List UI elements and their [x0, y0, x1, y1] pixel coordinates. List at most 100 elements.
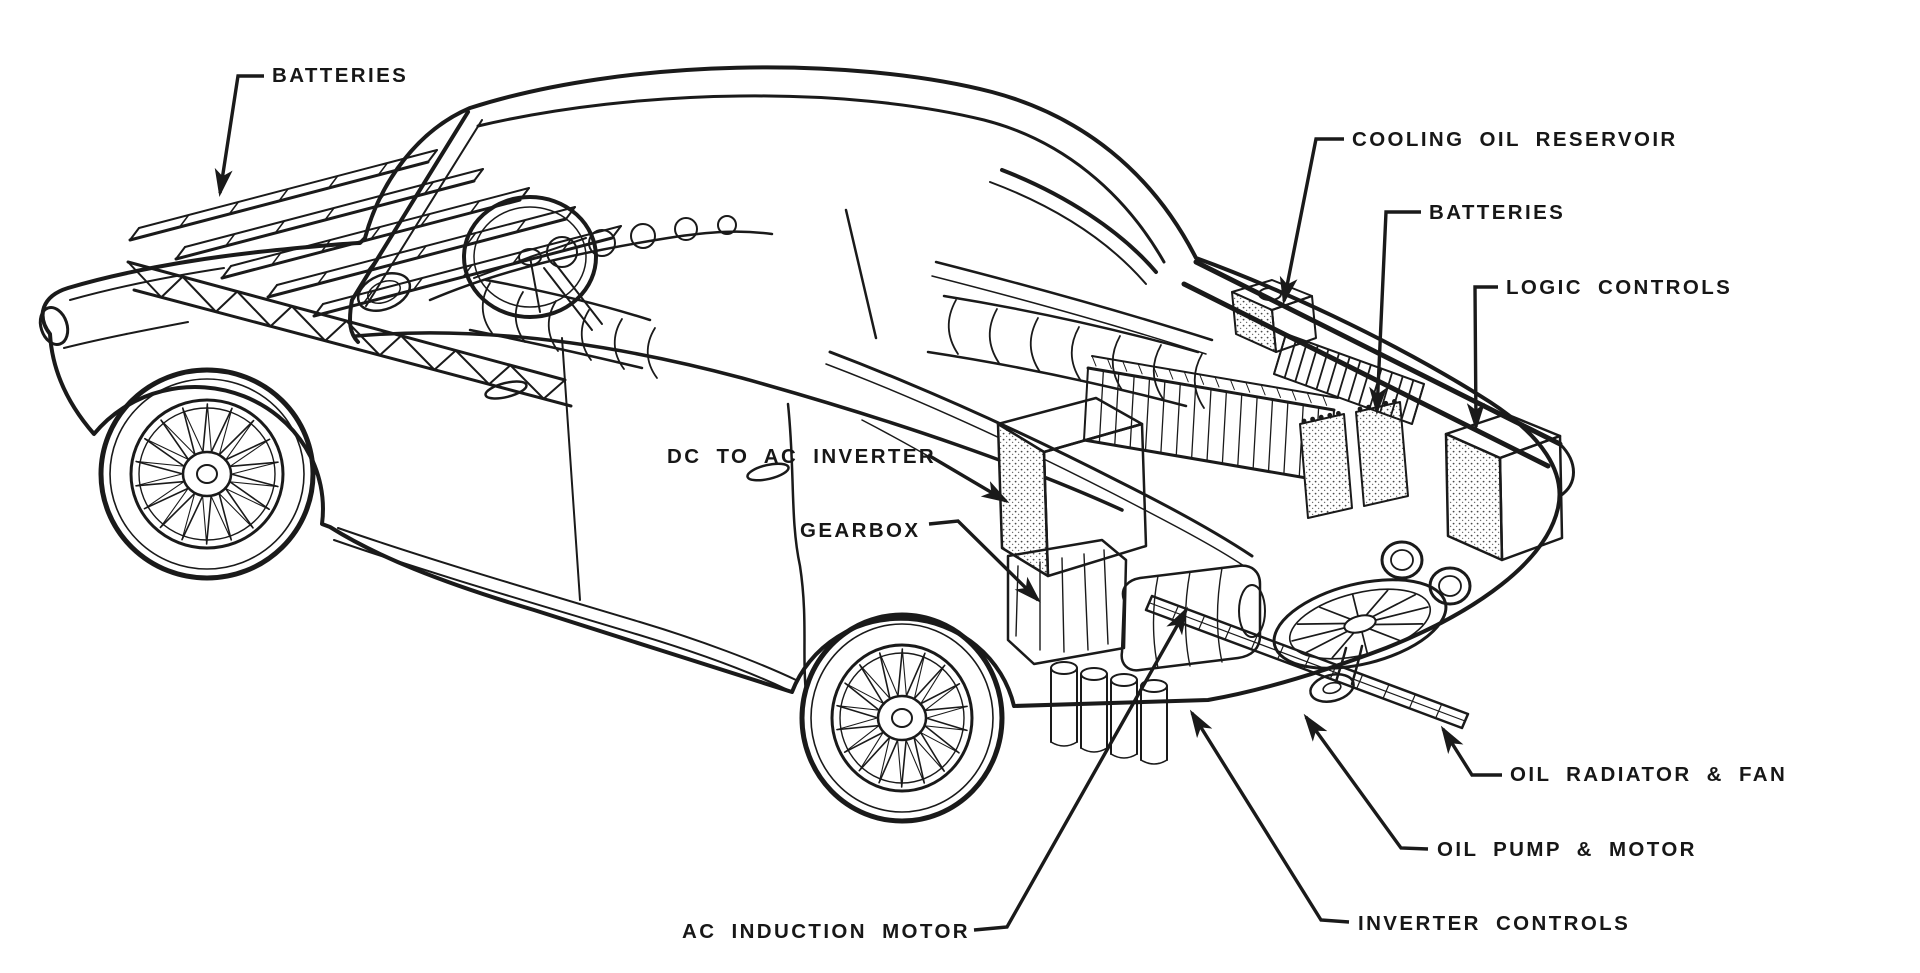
fan-spoke	[1368, 627, 1402, 642]
spoke	[181, 492, 196, 541]
cell-fin	[1114, 372, 1120, 446]
battery-slab	[1299, 413, 1353, 519]
spoke	[210, 495, 232, 541]
battery-divider	[515, 219, 527, 233]
spoke	[925, 705, 968, 719]
rack-truss	[509, 364, 545, 400]
spoke	[919, 731, 945, 772]
spoke	[913, 736, 945, 772]
rack-truss	[433, 349, 457, 371]
spoke	[230, 473, 279, 488]
battery-divider	[316, 271, 328, 285]
label-batteries-front: BATTERIES	[272, 64, 408, 87]
seat-pleat	[988, 308, 1000, 364]
grille-hatch-line	[1358, 363, 1372, 406]
spoke	[229, 438, 271, 468]
label-oil-radiator-fan: OIL RADIATOR & FAN	[1510, 763, 1787, 786]
spoke	[144, 437, 186, 468]
front-door-shutline	[561, 337, 581, 601]
spoke	[836, 724, 881, 731]
seat-pleat	[547, 300, 559, 352]
battery-divider	[324, 207, 335, 221]
seat-pleat	[1193, 353, 1205, 409]
label-gearbox: GEARBOX	[800, 519, 920, 542]
rack-truss	[324, 320, 348, 342]
spoke	[844, 682, 881, 712]
gauge	[588, 229, 616, 257]
grille-hatch-line	[1347, 360, 1362, 402]
capacitor-top	[1110, 673, 1138, 687]
rim	[830, 643, 974, 793]
dc-ac-inverter-box	[996, 396, 1148, 578]
battery-divider	[465, 232, 477, 246]
front-wire-wheel	[98, 367, 316, 581]
spoke	[218, 419, 255, 456]
spoke	[913, 652, 926, 700]
pulley-outer	[1309, 673, 1355, 703]
seat-pleat	[580, 309, 592, 361]
spoke	[202, 403, 209, 454]
slab-tick	[1153, 366, 1158, 377]
logic-controls-box	[1444, 412, 1564, 562]
tire-inner	[810, 623, 994, 813]
cell-fin	[1283, 401, 1289, 475]
spoke	[900, 738, 907, 788]
spoke	[182, 407, 204, 453]
battery-divider	[178, 214, 190, 228]
battery-divider	[362, 290, 374, 304]
grille-hatch-line	[1389, 375, 1404, 418]
pulley-inner	[1322, 681, 1342, 695]
spoke	[923, 705, 968, 712]
seat-pleat	[613, 318, 625, 370]
rear-seat-bottom	[926, 350, 1188, 408]
spoke	[159, 487, 189, 528]
spoke	[135, 473, 184, 487]
seat-pleat	[1029, 317, 1041, 373]
quarter-window-divider	[844, 208, 878, 340]
cell-fin	[1237, 393, 1243, 467]
cell-fin	[1175, 383, 1181, 457]
fan-spoke	[1351, 594, 1359, 618]
battery-divider	[327, 175, 339, 189]
slab-tick	[1137, 363, 1143, 375]
tail-grille-hatch	[1273, 333, 1425, 425]
spoke	[844, 724, 880, 753]
fan-spoke	[1296, 622, 1347, 625]
spoke	[224, 487, 254, 529]
grille-hatch-line	[1294, 340, 1309, 383]
spoke	[159, 492, 196, 529]
rear-seat-pleats	[947, 299, 1205, 409]
taillight-ring	[1428, 566, 1472, 606]
rim-inner	[138, 407, 276, 541]
slab-tick	[1214, 376, 1220, 388]
rim-inner	[839, 652, 965, 784]
tire-inner	[109, 378, 305, 570]
bay-opening-edge	[828, 350, 1254, 558]
taillight-ring-inner	[1390, 549, 1414, 571]
capacitor-bottom	[1140, 759, 1168, 765]
spoke	[218, 407, 233, 456]
fan-spoke	[1371, 593, 1417, 618]
battery-divider	[274, 220, 286, 234]
front-seat-top	[484, 278, 652, 322]
rack-truss	[290, 305, 327, 342]
rim	[129, 398, 285, 550]
fan-hub-pulley	[1343, 614, 1377, 634]
front-seat-pleats	[481, 282, 658, 379]
car-body-outline	[40, 65, 1562, 708]
label-inverter-controls: INVERTER CONTROLS	[1358, 912, 1630, 935]
steering-hub	[518, 248, 542, 266]
fan-spoke	[1303, 630, 1349, 655]
rack-truss	[181, 275, 217, 313]
cell-fin	[1098, 369, 1105, 444]
bay-opening-edge-inner	[825, 363, 1245, 567]
rear-seat-top	[942, 294, 1200, 354]
fan-spoke	[1374, 606, 1429, 621]
label-dc-to-ac-inverter: DC TO AC INVERTER	[667, 445, 936, 468]
spoke	[859, 664, 885, 705]
rack-truss	[236, 290, 272, 328]
battery-divider	[270, 252, 282, 266]
spoke	[878, 738, 899, 784]
fan-spoke	[1318, 606, 1352, 621]
seat-pleat	[947, 299, 959, 355]
